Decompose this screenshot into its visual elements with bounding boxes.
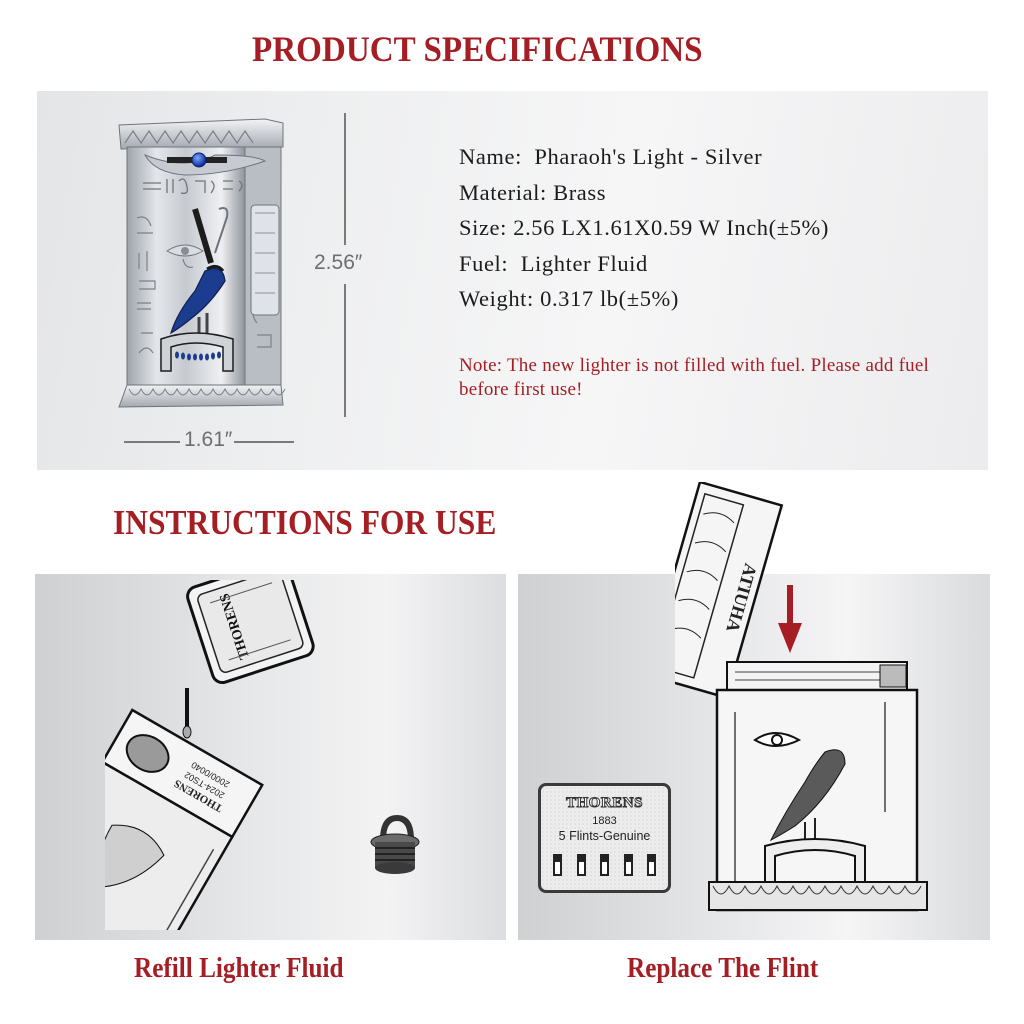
flint-slot: [576, 854, 586, 876]
flint-pack-card: THORENS 1883 5 Flints-Genuine: [538, 783, 671, 893]
width-dimension-label: 1.61″: [184, 428, 233, 451]
spec-name: Name: Pharaoh's Light - Silver: [459, 144, 763, 169]
height-dimension-line-bottom: [344, 284, 346, 417]
flint-slot: [647, 854, 656, 876]
width-dimension-line-right: [234, 441, 294, 443]
silver-lighter-photo: [118, 118, 286, 408]
spec-size: Size: 2.56 LX1.61X0.59 W Inch(±5%): [459, 215, 829, 240]
refill-caption: Refill Lighter Fluid: [134, 953, 344, 984]
height-dimension-line-top: [344, 113, 346, 245]
flint-slots: [553, 854, 656, 878]
flint-lighter-illustration: ATIUHA: [675, 482, 928, 912]
flint-pack-description: 5 Flints-Genuine: [558, 829, 651, 843]
refill-lighter-illustration: THORENS THORENS 2024-TS02 2000/0040: [105, 580, 315, 930]
flint-slot: [553, 854, 562, 876]
spec-fuel: Fuel: Lighter Fluid: [459, 250, 648, 276]
fuel-note: Note: The new lighter is not filled with…: [459, 355, 929, 400]
flint-caption: Replace The Flint: [627, 953, 819, 984]
flint-pack-brand: THORENS: [566, 795, 643, 812]
spec-material: Material: Brass: [459, 179, 607, 205]
product-specifications-heading: PRODUCT SPECIFICATIONS: [252, 29, 703, 69]
height-dimension-label: 2.56″: [314, 251, 363, 274]
red-down-arrow-icon: [778, 585, 802, 653]
fuel-cap-screw-icon: [370, 814, 420, 874]
spec-weight: Weight: 0.317 lb(±5%): [459, 286, 679, 311]
flint-slot: [600, 854, 609, 876]
width-dimension-line-left: [124, 441, 180, 443]
flint-pack-year: 1883: [592, 815, 617, 827]
flint-slot: [623, 854, 633, 876]
spec-list: Name: Pharaoh's Light - Silver Material:…: [459, 141, 829, 319]
instructions-heading: INSTRUCTIONS FOR USE: [113, 503, 497, 542]
